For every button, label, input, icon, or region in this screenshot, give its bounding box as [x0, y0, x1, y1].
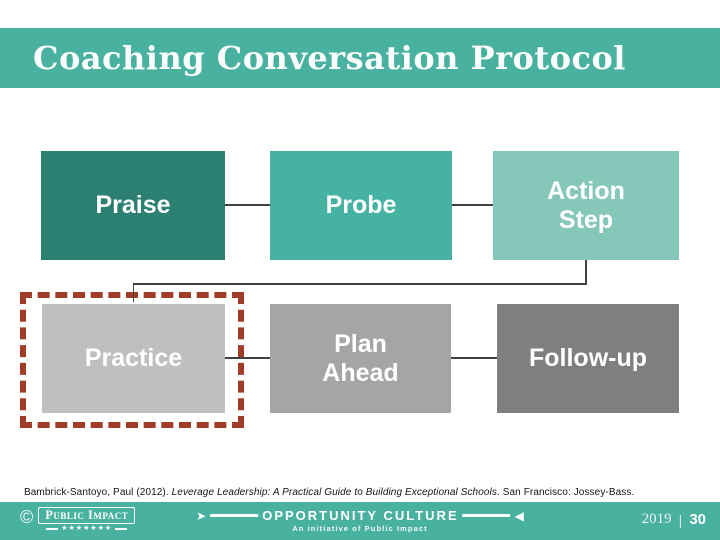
opportunity-culture-tagline: An initiative of Public Impact	[292, 524, 428, 533]
title-bar: Coaching Conversation Protocol	[0, 28, 720, 88]
connector-probe-action	[452, 204, 493, 206]
opportunity-culture-wordmark: OPPORTUNITY CULTURE	[262, 508, 459, 523]
arrow-tail-icon: ◀	[514, 508, 524, 523]
diagram-box-probe: Probe	[270, 151, 452, 260]
footer-separator: |	[678, 511, 683, 528]
diagram-box-action-step: Action Step	[493, 151, 679, 260]
footer-year: 2019	[641, 511, 672, 527]
slide-title: Coaching Conversation Protocol	[33, 39, 626, 77]
citation-publisher: . San Francisco: Jossey-Bass.	[496, 487, 635, 498]
citation-book-title: Leverage Leadership: A Practical Guide t…	[171, 487, 497, 498]
slide-page-number: 30	[689, 511, 706, 528]
connector-plan-follow	[451, 357, 497, 359]
connector-action-to-practice-segment-3	[132, 283, 134, 302]
footer-bar: © Public Impact ★★★★★★★ ➤ OPPORTUNITY CU…	[0, 502, 720, 540]
connector-action-to-practice-segment-2	[132, 283, 587, 285]
connector-action-to-practice-segment-1	[585, 260, 587, 284]
star-icons: ★★★★★★★	[61, 525, 113, 532]
diagram-box-practice: Practice	[42, 304, 225, 413]
highlight-dashed-border	[20, 292, 244, 428]
copyright-icon: ©	[20, 507, 34, 527]
box-label-practice: Practice	[84, 344, 183, 373]
stars-row: ★★★★★★★	[46, 525, 128, 533]
box-label-praise: Praise	[95, 191, 171, 220]
connector-practice-plan	[225, 357, 270, 359]
box-label-action-step: Action Step	[547, 176, 625, 234]
public-impact-logo-text: Public Impact	[38, 507, 136, 524]
citation: Bambrick-Santoyo, Paul (2012). Leverage …	[24, 487, 708, 498]
arrow-shaft-right	[462, 514, 511, 517]
dash-line-right	[115, 528, 128, 530]
connector-praise-probe	[225, 204, 270, 206]
arrowhead-icon: ➤	[196, 508, 207, 523]
diagram-box-praise: Praise	[41, 151, 225, 260]
opportunity-culture-row: ➤ OPPORTUNITY CULTURE ◀	[196, 508, 524, 523]
box-label-follow-up: Follow-up	[528, 344, 648, 373]
diagram-box-plan-ahead: Plan Ahead	[270, 304, 451, 413]
box-label-plan-ahead: Plan Ahead	[322, 329, 399, 387]
public-impact-logo-box: Public Impact ★★★★★★★	[38, 507, 136, 533]
opportunity-culture-logo: ➤ OPPORTUNITY CULTURE ◀ An initiative of…	[196, 508, 524, 533]
diagram-box-follow-up: Follow-up	[497, 304, 679, 413]
box-label-probe: Probe	[325, 191, 397, 220]
citation-authors: Bambrick-Santoyo, Paul (2012).	[24, 487, 172, 498]
arrow-shaft-left	[210, 514, 259, 517]
dash-line-left	[46, 528, 59, 530]
slide-number-area: 2019 | 30	[642, 511, 706, 528]
public-impact-logo: © Public Impact ★★★★★★★	[20, 507, 136, 533]
